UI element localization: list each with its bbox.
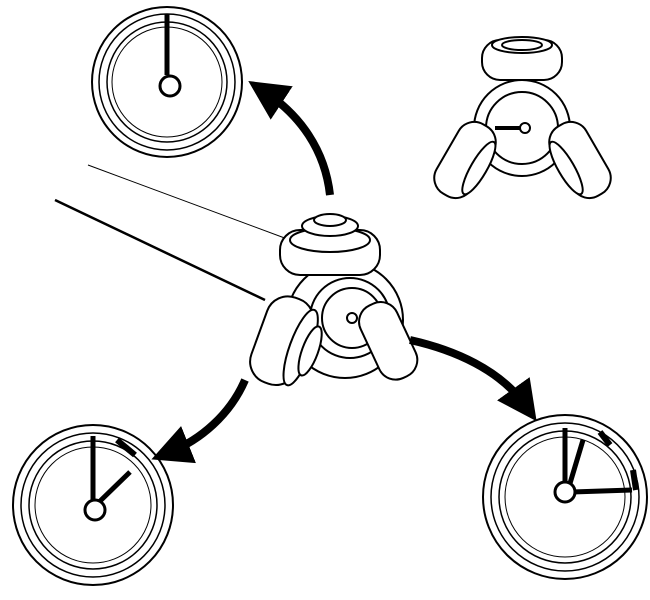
dial-bottom-right: [482, 414, 648, 580]
tripod-joint: [249, 213, 419, 387]
dial-bottom-left: [12, 424, 174, 586]
rotation-arrow-right: [409, 336, 537, 422]
dial-top-left: [91, 6, 243, 158]
rotation-arrow-up: [248, 81, 334, 196]
rotation-arrow-left: [151, 378, 249, 464]
drive-shaft: [54, 164, 291, 302]
tripod-end-view: [433, 36, 612, 200]
